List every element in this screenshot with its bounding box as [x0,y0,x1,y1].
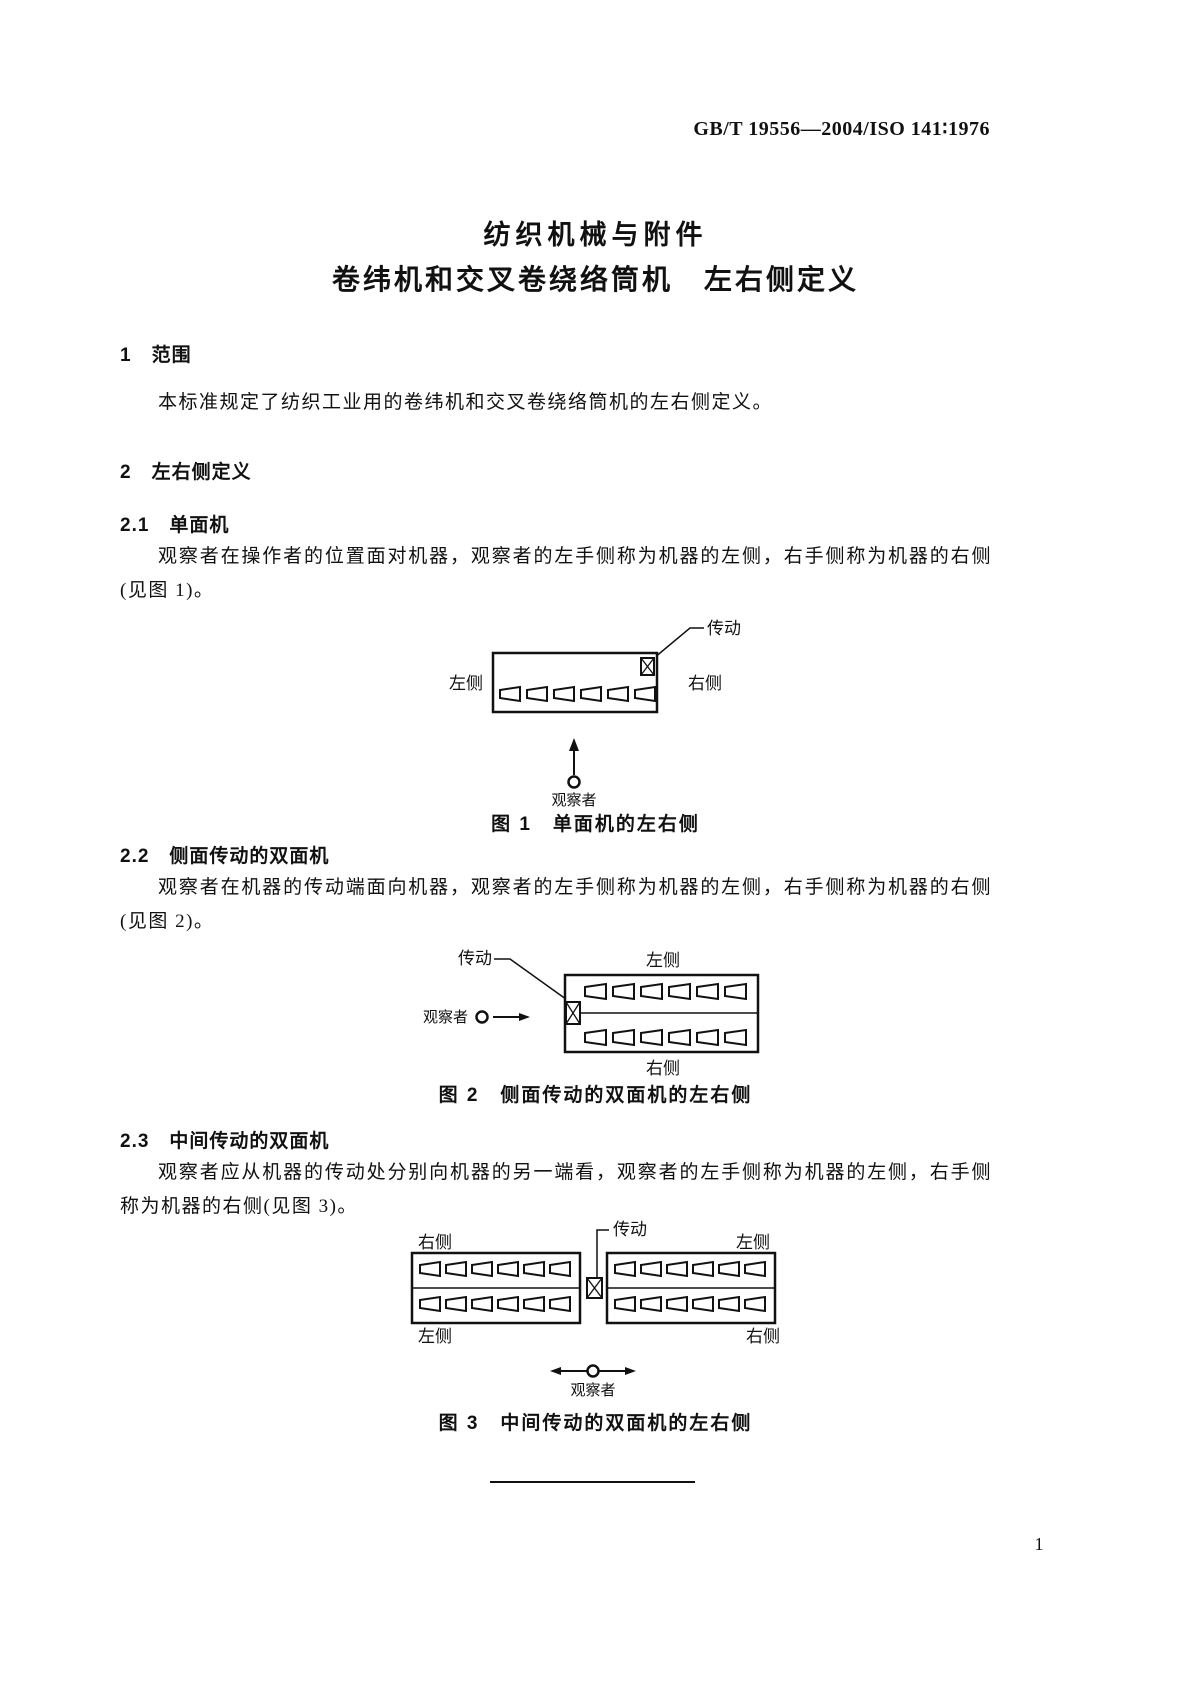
cone-icon [497,1296,519,1312]
cone-icon [497,1261,519,1277]
cone-icon [696,1029,719,1046]
cone-icon [549,1261,571,1277]
cone-icon [471,1261,493,1277]
cone-icon [724,983,747,1000]
cone-icon [523,1261,545,1277]
cone-icon [445,1296,467,1312]
end-of-text-rule [490,1481,695,1483]
cone-icon [666,1296,688,1312]
cone-icon [640,1261,662,1277]
figure-3-diagram: 右侧 左侧 传动 [410,1220,780,1399]
cone-icon [668,1029,691,1046]
cone-icon [692,1261,714,1277]
observer-arrow-icon [569,738,579,775]
left-machine-top-label: 右侧 [418,1233,452,1252]
cone-icon [640,1029,663,1046]
page-title-line1: 纺织机械与附件 [483,220,708,250]
drive-leader-line [494,958,571,1003]
figure-2-caption: 图 2 侧面传动的双面机的左右侧 [438,1085,753,1106]
section-2-heading: 2 左右侧定义 [120,462,252,483]
section-2-1-heading: 2.1 单面机 [120,515,230,536]
cone-icon [718,1296,740,1312]
figure-2-diagram: 传动 左侧 右侧 观察者 [423,949,760,1078]
left-machine-bottom-label: 左侧 [418,1327,452,1346]
cone-icon [692,1296,714,1312]
cone-icon [523,1296,545,1312]
drive-symbol-icon [565,1001,581,1025]
cone-icon [640,1296,662,1312]
section-2-2-body: 观察者在机器的传动端面向机器，观察者的左手侧称为机器的左侧，右手侧称为机器的右侧… [120,877,992,932]
cone-icon [744,1261,766,1277]
observer-label: 观察者 [570,1381,615,1399]
cone-icon [580,686,602,702]
drive-label: 传动 [458,949,492,968]
left-side-label: 左侧 [449,674,483,693]
page-number: 1 [1034,1534,1044,1554]
cone-icon [584,1029,607,1046]
cone-icon [584,983,607,1000]
cone-icon [744,1296,766,1312]
right-side-label: 右侧 [646,1059,680,1078]
observer-arrow-icon [493,1013,530,1021]
cone-icon [419,1261,441,1277]
machine-body [491,651,659,714]
cone-icon [668,983,691,1000]
cone-icon [724,1029,747,1046]
observer-icon [475,1010,489,1024]
cone-icon [553,686,575,702]
cone-icon [612,983,635,1000]
left-side-label: 左侧 [646,951,680,970]
section-2-2-heading: 2.2 侧面传动的双面机 [120,846,330,867]
observer-label: 观察者 [423,1008,468,1026]
cone-icon [614,1296,636,1312]
drive-symbol-icon [586,1277,603,1299]
drive-label: 传动 [707,619,741,638]
figure-1-diagram: 传动 左侧 右侧 观察者 [449,619,741,808]
cone-icon [666,1261,688,1277]
section-1-heading: 1 范围 [120,345,192,366]
drive-leader-line [653,627,704,659]
cone-icon [419,1296,441,1312]
cone-icon [471,1296,493,1312]
cone-icon [549,1296,571,1312]
right-side-label: 右侧 [688,674,722,693]
observer-label: 观察者 [551,791,596,808]
cone-icon [607,686,629,702]
drive-leader-line [596,1229,609,1278]
cone-icon [445,1261,467,1277]
cone-icon [499,686,521,702]
right-machine-bottom-label: 右侧 [746,1327,780,1346]
observer-icon [567,775,581,789]
standard-number: GB/T 19556—2004/ISO 141∶1976 [693,118,990,140]
drive-label: 传动 [613,1220,647,1239]
observer-icon [586,1364,600,1378]
right-machine-top-label: 左侧 [736,1233,770,1252]
cone-icon [526,686,548,702]
section-2-3-heading: 2.3 中间传动的双面机 [120,1131,330,1152]
cone-icon [614,1261,636,1277]
cone-icon [718,1261,740,1277]
page-title-line2: 卷纬机和交叉卷绕络筒机 左右侧定义 [331,264,859,295]
cone-icon [612,1029,635,1046]
section-1-body: 本标准规定了纺织工业用的卷纬机和交叉卷绕络筒机的左右侧定义。 [158,392,774,413]
cone-icon [634,686,656,702]
section-2-1-body: 观察者在操作者的位置面对机器，观察者的左手侧称为机器的左侧，右手侧称为机器的右侧… [120,546,992,601]
section-2-3-body: 观察者应从机器的传动处分别向机器的另一端看，观察者的左手侧称为机器的左侧，右手侧… [120,1162,992,1217]
drive-symbol-icon [640,657,655,676]
figure-3-caption: 图 3 中间传动的双面机的左右侧 [438,1413,753,1434]
figure-1-caption: 图 1 单面机的左右侧 [491,814,700,835]
cone-icon [696,983,719,1000]
cone-icon [640,983,663,1000]
